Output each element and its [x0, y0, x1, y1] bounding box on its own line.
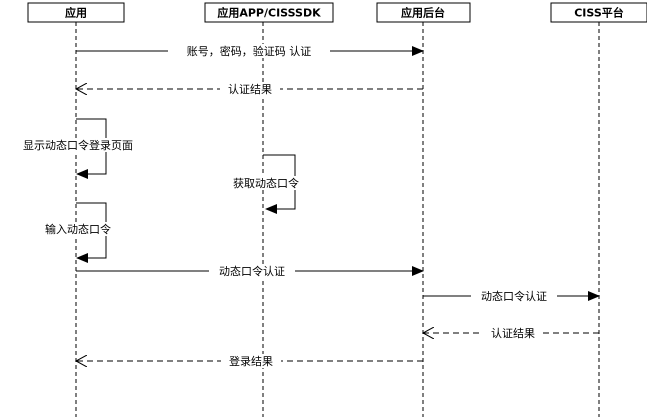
message-label: 账号，密码，验证码 认证: [187, 44, 312, 58]
message-otp-auth-to-backend: 动态口令认证: [76, 264, 424, 278]
participant-sdk-label: 应用APP/CISSSDK: [217, 6, 321, 20]
message-label: 认证结果: [228, 83, 272, 96]
self-message-show-otp-page: 显示动态口令登录页面: [10, 118, 146, 179]
message-login-result: 登录结果: [76, 354, 423, 368]
message-label: 动态口令认证: [219, 264, 285, 278]
participant-app: 应用: [27, 2, 125, 23]
message-label: 动态口令认证: [481, 289, 547, 303]
message-otp-auth-to-ciss: 动态口令认证: [423, 289, 600, 303]
participant-sdk: 应用APP/CISSSDK: [204, 2, 334, 23]
message-login-credentials: 账号，密码，验证码 认证: [76, 44, 424, 58]
message-label: 输入动态口令: [45, 222, 111, 236]
message-label: 认证结果: [491, 327, 535, 340]
message-auth-result: 认证结果: [76, 82, 423, 96]
self-message-enter-otp: 输入动态口令: [36, 202, 120, 263]
participant-backend: 应用后台: [376, 2, 471, 23]
message-label: 显示动态口令登录页面: [23, 138, 133, 152]
participant-ciss-label: CISS平台: [574, 6, 624, 20]
message-ciss-auth-result: 认证结果: [423, 326, 599, 340]
participant-backend-label: 应用后台: [401, 6, 445, 20]
message-label: 获取动态口令: [233, 176, 299, 190]
message-label: 登录结果: [229, 354, 273, 368]
participant-app-label: 应用: [65, 6, 87, 20]
participant-ciss: CISS平台: [550, 2, 647, 23]
self-message-get-otp: 获取动态口令: [224, 154, 308, 214]
